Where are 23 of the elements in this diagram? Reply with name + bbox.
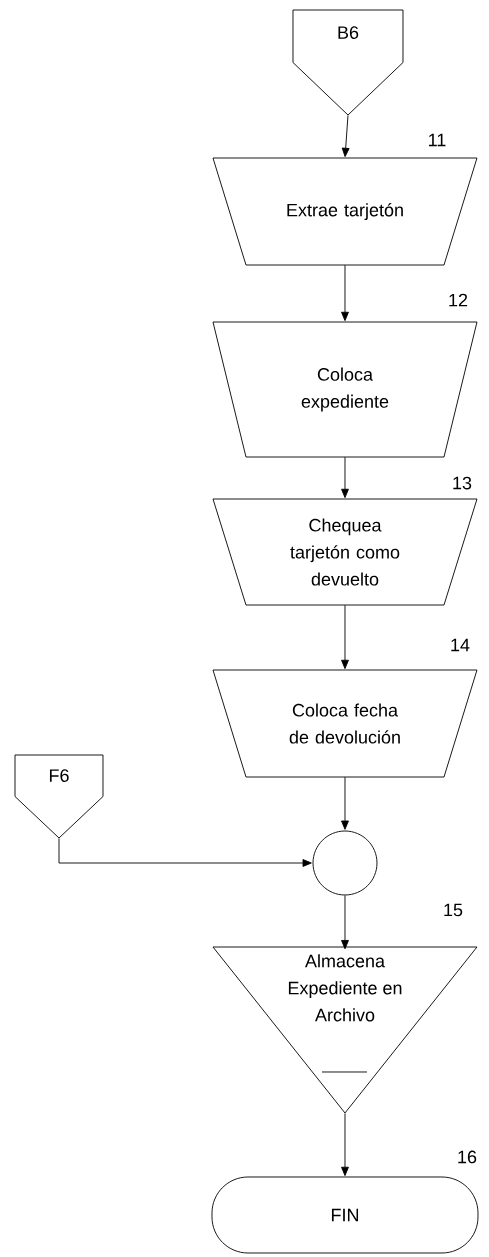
manual-operation-box: Coloca fecha de devolución: [212, 669, 478, 778]
arrow: [341, 895, 349, 950]
arrow: [341, 776, 349, 830]
terminal-box: FIN: [211, 1176, 479, 1254]
arrow: [341, 1112, 349, 1177]
storage-triangle: Almacena Expediente en Archivo: [212, 946, 478, 1114]
arrow: [341, 456, 349, 499]
manual-operation-box: Extrae tarjetón: [212, 157, 478, 266]
arrow: [341, 264, 349, 322]
connector-circle: [312, 830, 378, 896]
off-page-connector: B6: [292, 9, 404, 116]
step-number: 16: [458, 1150, 477, 1164]
arrow: [341, 114, 350, 158]
manual-operation-box: Coloca expediente: [212, 321, 478, 458]
step-number: 15: [444, 903, 463, 917]
step-number: 12: [449, 293, 468, 307]
step-number: 11: [429, 133, 446, 147]
off-page-connector: F6: [14, 754, 104, 839]
manual-operation-box: Chequea tarjetón como devuelto: [212, 498, 478, 606]
step-number: 13: [453, 476, 472, 490]
arrow: [58, 837, 312, 867]
arrow: [341, 604, 349, 670]
step-number: 14: [451, 638, 470, 652]
